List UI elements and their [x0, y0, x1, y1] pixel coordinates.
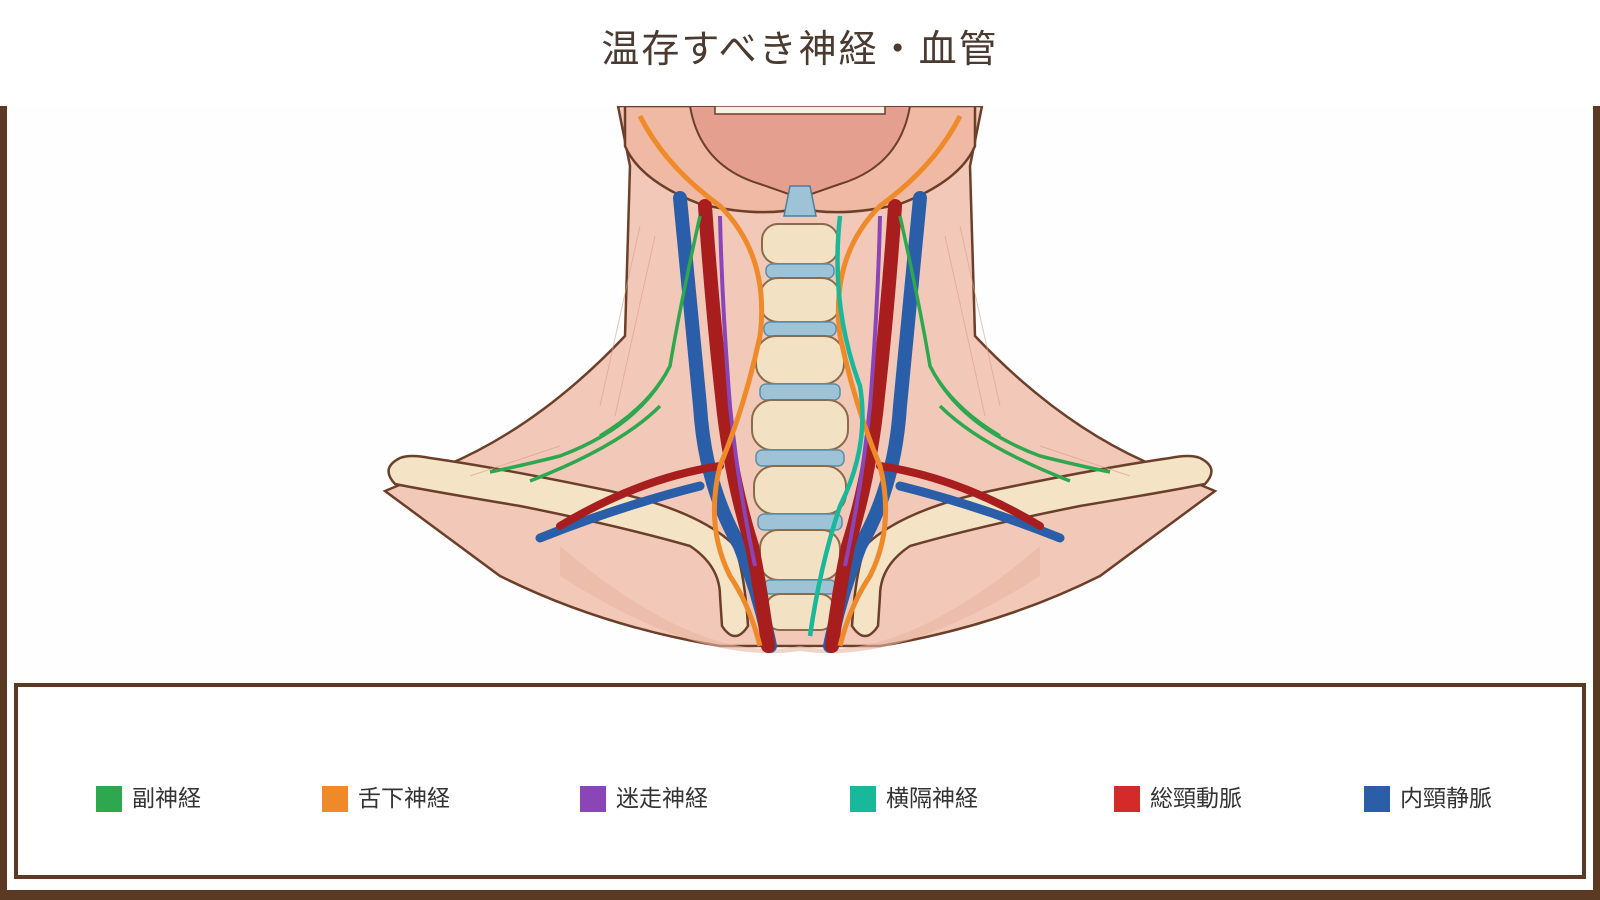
left-accessory-nerve — [489, 215, 702, 483]
right-common-carotid-artery — [825, 199, 902, 653]
legend-box: 副神経 舌下神経 迷走神経 横隔神経 総頸動脈 内頸静脈 — [14, 683, 1586, 879]
legend-item-common-carotid-artery: 総頸動脈 — [1114, 779, 1242, 813]
left-clavicle — [387, 454, 750, 638]
left-subclavian-artery — [556, 462, 724, 530]
right-vagus-nerve — [843, 215, 882, 567]
vertebral-column — [751, 223, 849, 631]
legend-swatch — [322, 786, 348, 812]
legend-swatch — [850, 786, 876, 812]
legend-item-internal-jugular-vein: 内頸静脈 — [1364, 779, 1492, 813]
muscle-texture — [469, 225, 1131, 477]
legend-item-phrenic-nerve: 横隔神経 — [850, 779, 978, 813]
legend-label: 内頸静脈 — [1400, 786, 1492, 812]
left-hypoglossal-nerve — [637, 114, 765, 647]
neck-anatomy-illustration — [382, 106, 1218, 654]
legend-label: 舌下神経 — [358, 786, 450, 812]
left-subclavian-vein — [535, 481, 705, 543]
legend-swatch — [1364, 786, 1390, 812]
legend-label: 横隔神経 — [886, 786, 978, 812]
legend-item-hypoglossal-nerve: 舌下神経 — [322, 779, 450, 813]
right-clavicle — [850, 454, 1213, 638]
phrenic-nerve — [807, 215, 865, 637]
legend-label: 総頸動脈 — [1150, 786, 1242, 812]
right-hypoglossal-nerve — [835, 114, 963, 647]
left-common-carotid-artery — [698, 199, 775, 653]
right-subclavian-vein — [895, 481, 1065, 543]
legend-swatch — [1114, 786, 1140, 812]
teeth — [714, 106, 886, 115]
legend-label: 副神経 — [132, 786, 201, 812]
legend-item-accessory-nerve: 副神経 — [96, 779, 201, 813]
left-vagus-nerve — [718, 215, 757, 567]
legend-swatch — [96, 786, 122, 812]
right-subclavian-artery — [876, 462, 1044, 530]
tongue-base — [688, 106, 912, 200]
trachea — [783, 185, 817, 217]
page-title: 温存すべき神経・血管 — [601, 27, 999, 71]
legend-label: 迷走神経 — [616, 786, 708, 812]
right-accessory-nerve — [898, 215, 1111, 483]
legend-swatch — [580, 786, 606, 812]
legend-item-vagus-nerve: 迷走神経 — [580, 779, 708, 813]
